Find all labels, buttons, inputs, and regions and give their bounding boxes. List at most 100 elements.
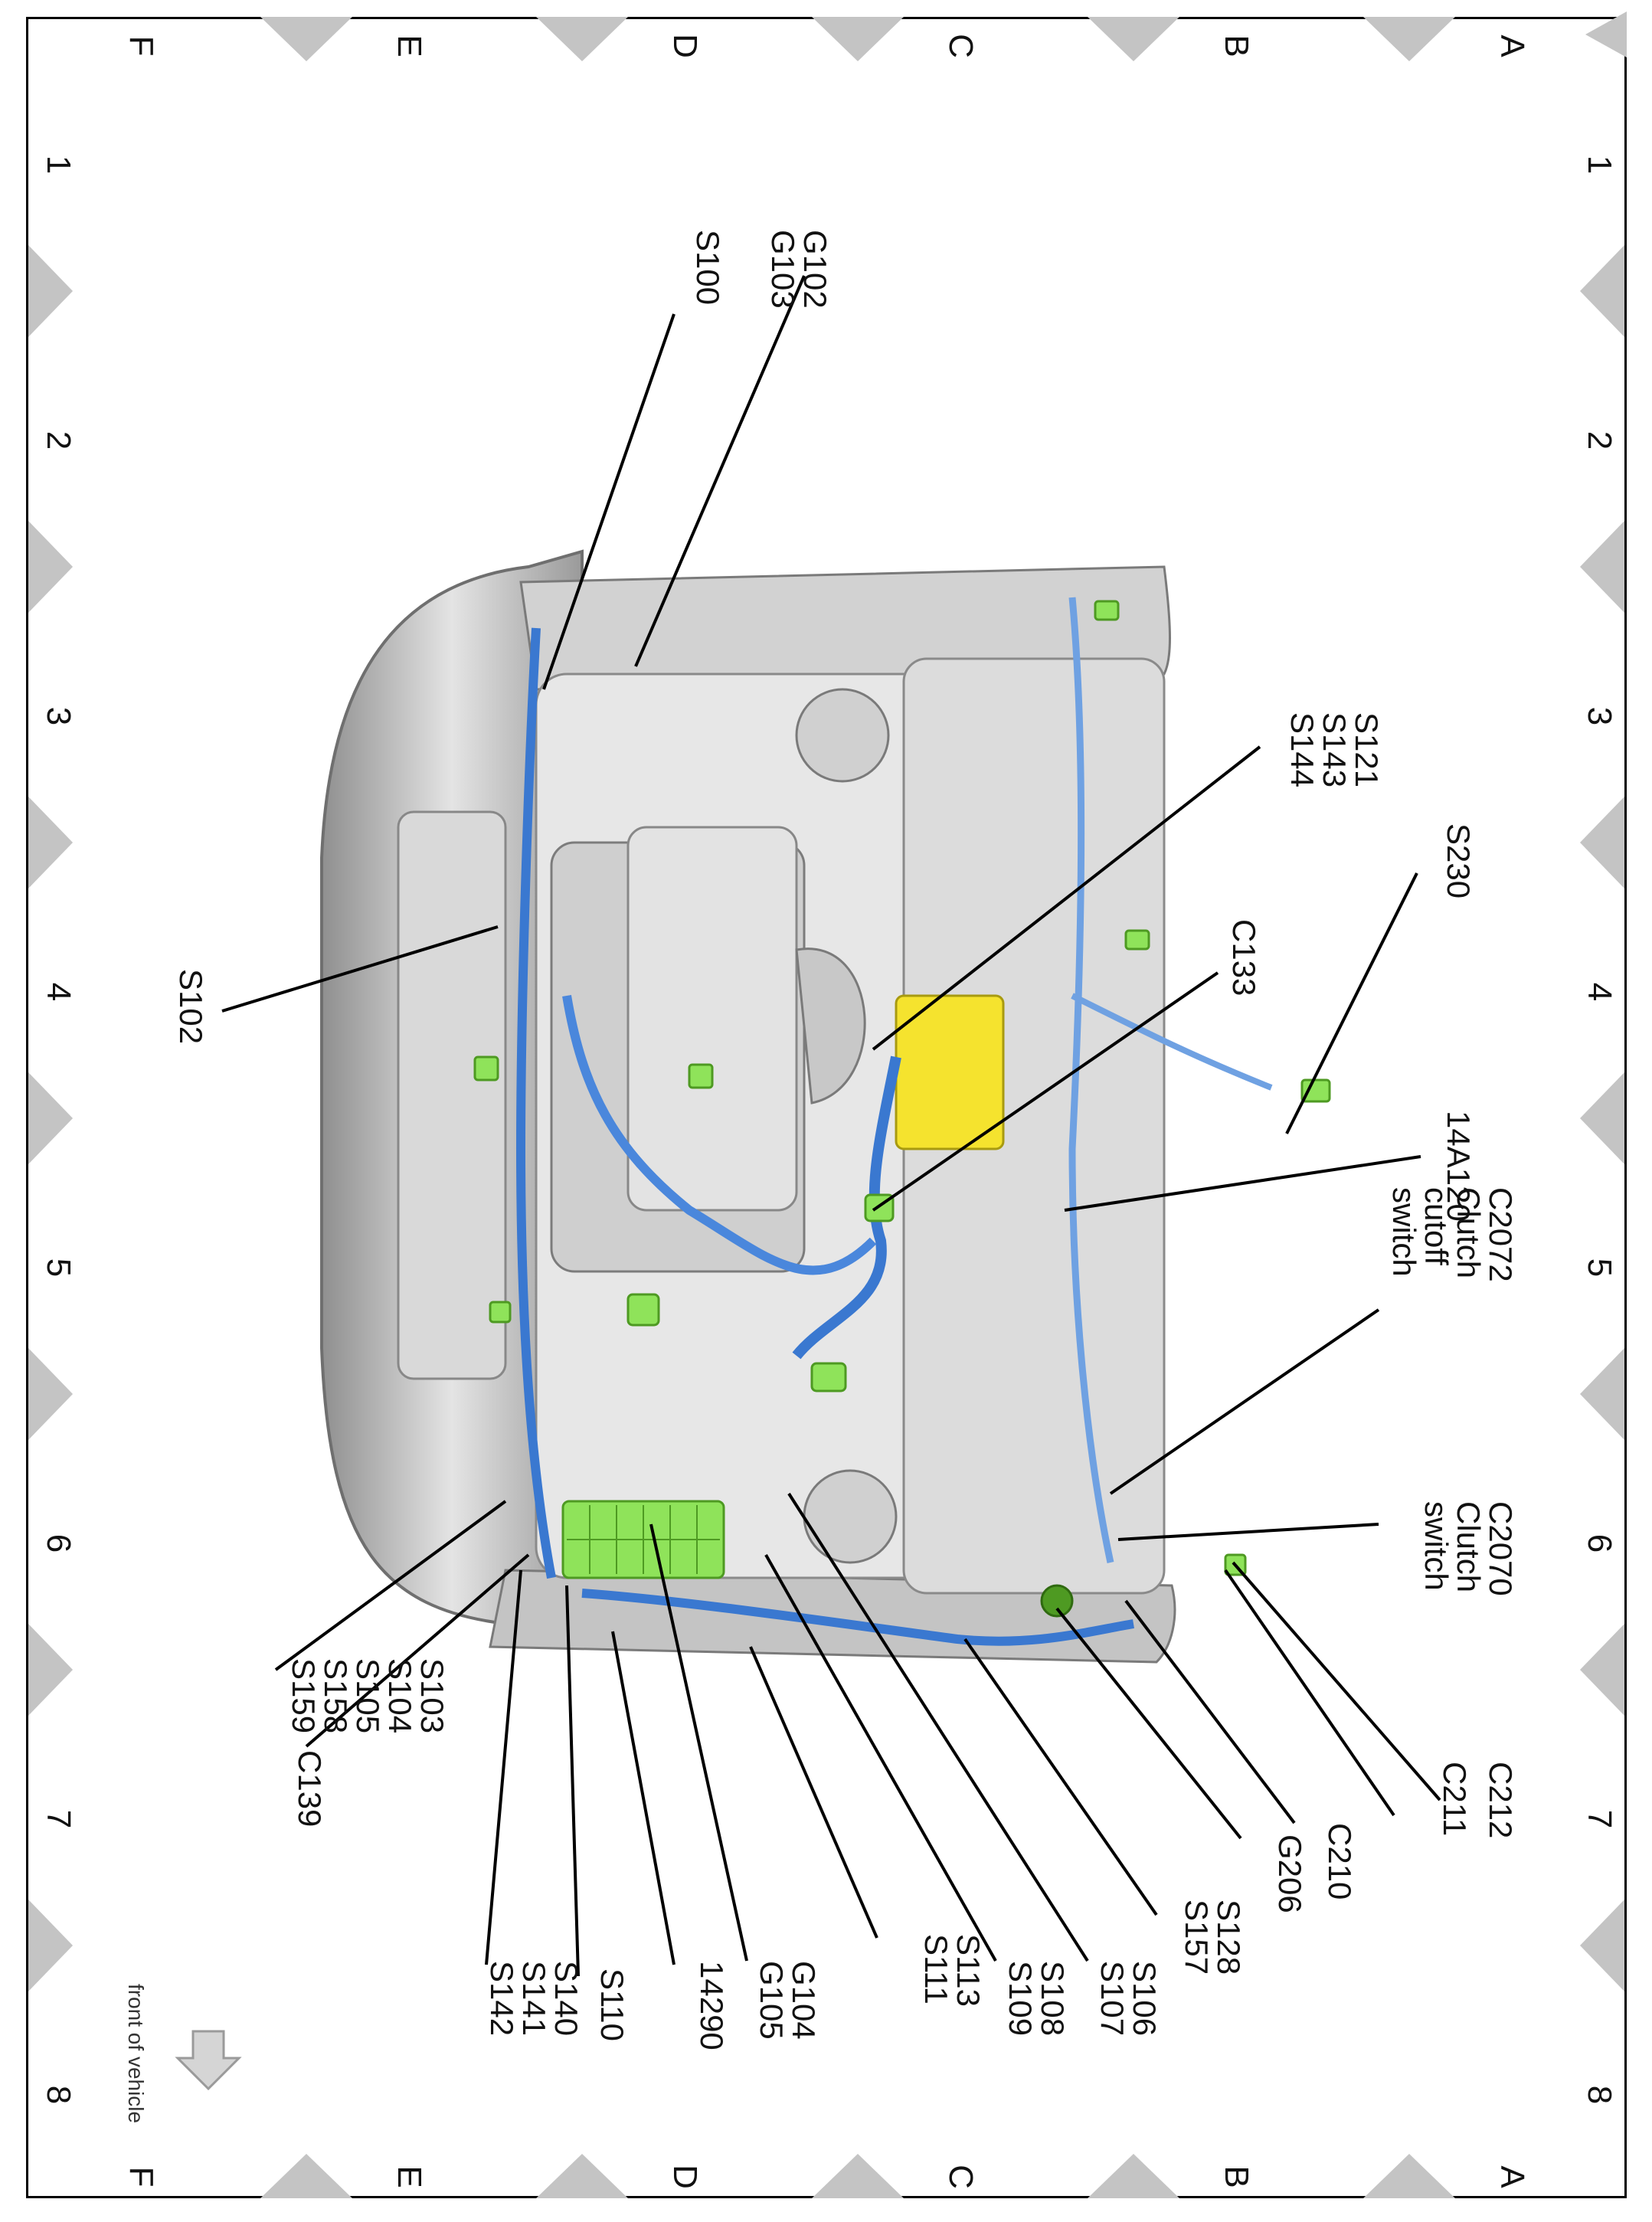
grid-marker bbox=[1363, 17, 1455, 61]
callout-text: S230 bbox=[1441, 823, 1477, 898]
callout-text: S104 bbox=[382, 1658, 418, 1733]
callout-text: S109 bbox=[1003, 1961, 1039, 2036]
callout-text: C2072 bbox=[1483, 1187, 1519, 1282]
grid-marker bbox=[812, 17, 904, 61]
callout-text: S103 bbox=[414, 1658, 450, 1733]
grid-row-label: A bbox=[1493, 34, 1531, 57]
leader-c210 bbox=[1124, 1599, 1296, 1824]
callout-text: G206 bbox=[1272, 1834, 1308, 1913]
grid-marker bbox=[1580, 797, 1624, 888]
grid-marker bbox=[28, 245, 73, 337]
callout-text: S111 bbox=[918, 1934, 954, 2004]
callout-text: C212 bbox=[1483, 1762, 1519, 1838]
front-of-vehicle-indicator: front of vehicle bbox=[124, 1984, 242, 2123]
grid-row-letters-top: A B C D E F bbox=[123, 34, 1531, 58]
callout-c14290: 14290 bbox=[694, 1961, 730, 2050]
callout-text: 14A120 bbox=[1441, 1111, 1477, 1222]
leader-s113 bbox=[749, 1646, 878, 1939]
callout-g206: G206 bbox=[1272, 1834, 1308, 1913]
leader-s106 bbox=[787, 1492, 1089, 1962]
callout-text: cutoff bbox=[1418, 1187, 1454, 1265]
grid-row-label: A bbox=[1493, 2165, 1531, 2188]
grid-marker bbox=[28, 1072, 73, 1164]
leader-14a120 bbox=[1064, 1155, 1421, 1212]
callout-text: switch bbox=[1418, 1501, 1454, 1591]
callout-text: S128 bbox=[1211, 1900, 1247, 1975]
callout-text: C2070 bbox=[1483, 1501, 1519, 1596]
callout-text: S142 bbox=[484, 1961, 520, 2036]
grid-marker bbox=[1580, 1348, 1624, 1440]
grid-column-label: 2 bbox=[1581, 431, 1618, 450]
leader-s121 bbox=[872, 745, 1261, 1051]
callout-c211: C211 bbox=[1437, 1762, 1473, 1836]
grid-column-label: 2 bbox=[40, 431, 77, 450]
callout-text: S108 bbox=[1035, 1961, 1071, 2036]
grid-row-label: F bbox=[123, 36, 160, 57]
ground-stud bbox=[1040, 1584, 1074, 1618]
callout-text: S110 bbox=[594, 1968, 630, 2041]
callout-text: S105 bbox=[350, 1658, 386, 1733]
grid-marker bbox=[1580, 521, 1624, 613]
callout-text: Clutch bbox=[1451, 1501, 1487, 1592]
grid-column-label: 6 bbox=[40, 1534, 77, 1553]
connector bbox=[473, 1055, 499, 1082]
callout-text: S140 bbox=[548, 1961, 584, 2036]
callout-text: G102 bbox=[797, 230, 833, 309]
leader-s103 bbox=[274, 1500, 507, 1671]
callout-text: S106 bbox=[1127, 1961, 1163, 2036]
front-arrow-icon bbox=[175, 2030, 242, 2091]
callout-c139: C139 bbox=[292, 1750, 328, 1827]
connector bbox=[1124, 929, 1150, 951]
grid-column-label: 3 bbox=[40, 707, 77, 725]
grid-row-letters-bottom: A B C D E F bbox=[123, 2165, 1531, 2189]
grid-marker bbox=[1088, 2154, 1179, 2198]
leader-c2072 bbox=[1109, 1308, 1380, 1495]
harness-engine-upper bbox=[792, 1055, 901, 1360]
grid-marker bbox=[1580, 1624, 1624, 1716]
grid-row-label: F bbox=[123, 2167, 160, 2188]
connectors bbox=[473, 600, 1331, 1576]
radiator-support bbox=[397, 810, 507, 1380]
harness-right-rail bbox=[1068, 597, 1114, 1563]
connector bbox=[810, 1362, 847, 1392]
callout-text: S141 bbox=[516, 1961, 552, 2036]
grid-column-label: 5 bbox=[1581, 1258, 1618, 1277]
callout-labels: G102G103S100S102S121S143S144S230C13314A1… bbox=[173, 230, 1519, 2050]
callout-text: S144 bbox=[1284, 712, 1320, 787]
callout-text: S143 bbox=[1317, 712, 1353, 787]
grid-marker bbox=[1363, 2154, 1455, 2198]
leader-g102 bbox=[634, 275, 806, 667]
leader-lines bbox=[221, 275, 1441, 1977]
callout-text: Clutch bbox=[1451, 1187, 1487, 1278]
grid-row-label: B bbox=[1218, 2165, 1255, 2188]
callout-text: S157 bbox=[1179, 1900, 1215, 1975]
leader-g104 bbox=[649, 1523, 748, 1962]
leader-c139 bbox=[305, 1553, 530, 1748]
connector bbox=[1300, 1078, 1331, 1103]
leader-s110 bbox=[565, 1585, 580, 1977]
leader-s140 bbox=[485, 1569, 522, 1965]
grid-marker bbox=[1585, 11, 1627, 57]
leader-s100 bbox=[542, 313, 676, 690]
grid-column-label: 5 bbox=[40, 1258, 77, 1277]
grid-marker bbox=[28, 521, 73, 613]
leader-c212 bbox=[1232, 1561, 1441, 1801]
grid-marker bbox=[28, 1900, 73, 1991]
grid-row-label: C bbox=[942, 34, 980, 58]
grid-marker bbox=[1088, 17, 1179, 61]
cylinder-head bbox=[626, 826, 798, 1212]
callout-text: switch bbox=[1386, 1187, 1422, 1277]
leader-14290 bbox=[611, 1631, 676, 1965]
callout-s110: S110 bbox=[594, 1968, 630, 2041]
intake-housing bbox=[795, 947, 866, 1104]
connector bbox=[489, 1301, 512, 1324]
grid-column-label: 7 bbox=[40, 1810, 77, 1828]
harness-main-left bbox=[515, 627, 556, 1579]
